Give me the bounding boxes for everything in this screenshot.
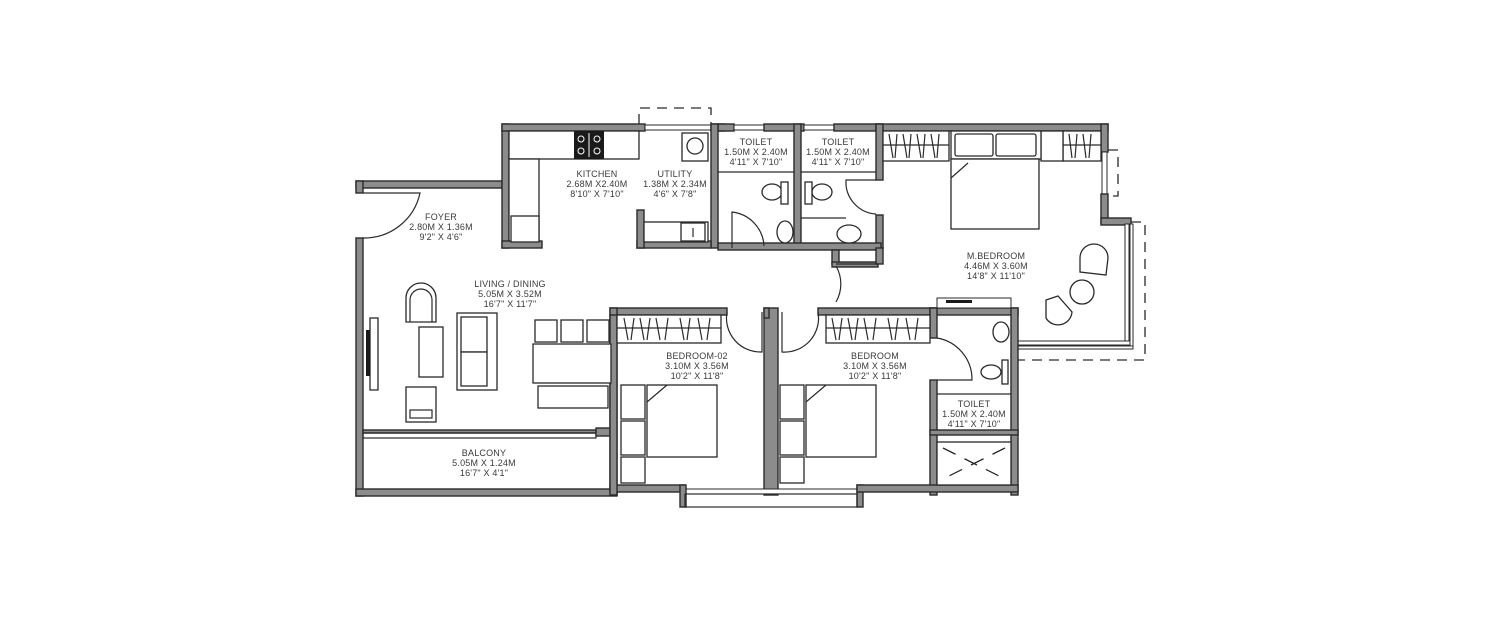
- armchair-icon: [405, 386, 437, 423]
- washbasin-icon: [992, 321, 1010, 343]
- washbasin-icon: [836, 224, 862, 244]
- room-label-toilet-2: TOILET 1.50M X 2.40M 4'11" X 7'10": [806, 137, 870, 167]
- room-label-living-dining: LIVING / DINING 5.05M X 3.52M 16'7" X 11…: [474, 279, 546, 309]
- chair-icon: [1079, 243, 1109, 276]
- room-name: BALCONY: [461, 448, 507, 458]
- room-name: BEDROOM: [851, 351, 899, 361]
- room-name: FOYER: [424, 212, 458, 222]
- room-name: UTILITY: [657, 169, 693, 179]
- room-imperial: 16'7" X 11'7": [483, 299, 537, 309]
- dining-chair: [534, 319, 558, 343]
- table-icon: [1069, 279, 1095, 305]
- toilet-icon: [980, 364, 1002, 380]
- chair-icon: [1045, 295, 1073, 326]
- bed-icon: [805, 384, 877, 458]
- room-metric: 3.10M X 3.56M: [843, 361, 907, 371]
- room-imperial: 10'2" X 11'8": [670, 371, 724, 381]
- room-imperial: 4'11" X 7'10": [729, 157, 783, 167]
- toilet-icon: [761, 183, 783, 201]
- room-metric: 5.05M X 1.24M: [452, 458, 516, 468]
- room-imperial: 4'6" X 7'8": [653, 189, 697, 199]
- room-name: KITCHEN: [576, 169, 618, 179]
- dining-bench: [537, 385, 609, 409]
- washbasin-icon: [776, 220, 794, 244]
- room-label-kitchen: KITCHEN 2.68M X2.40M 8'10" X 7'10": [567, 169, 628, 199]
- room-metric: 1.50M X 2.40M: [724, 147, 788, 157]
- room-imperial: 4'11" X 7'10": [811, 157, 865, 167]
- room-imperial: 4'11" X 7'10": [947, 419, 1001, 429]
- furniture: [366, 130, 1109, 486]
- room-name: TOILET: [739, 137, 773, 147]
- room-name: LIVING / DINING: [474, 279, 546, 289]
- room-label-balcony: BALCONY 5.05M X 1.24M 16'7" X 4'1": [452, 448, 516, 478]
- room-imperial: 16'7" X 4'1": [459, 468, 509, 478]
- room-metric: 4.46M X 3.60M: [964, 261, 1028, 271]
- room-imperial: 14'8" X 11'10": [966, 271, 1025, 281]
- room-metric: 1.50M X 2.40M: [942, 409, 1006, 419]
- room-name: TOILET: [957, 399, 991, 409]
- room-metric: 5.05M X 3.52M: [478, 289, 542, 299]
- room-label-master-bedroom: M.BEDROOM 4.46M X 3.60M 14'8" X 11'10": [964, 251, 1028, 281]
- dining-table: [532, 343, 612, 384]
- wardrobe: [825, 314, 931, 344]
- armchair-icon: [405, 282, 437, 323]
- room-label-bedroom: BEDROOM 3.10M X 3.56M 10'2" X 11'8": [843, 351, 907, 381]
- room-metric: 1.38M X 2.34M: [643, 179, 707, 189]
- room-label-foyer: FOYER 2.80M X 1.36M 9'2" X 4'6": [409, 212, 473, 242]
- room-imperial: 8'10" X 7'10": [570, 189, 624, 199]
- room-metric: 2.80M X 1.36M: [409, 222, 473, 232]
- coffee-table: [418, 326, 444, 378]
- tv-unit: [369, 317, 379, 391]
- doors: [362, 179, 973, 381]
- room-metric: 1.50M X 2.40M: [806, 147, 870, 157]
- room-metric: 3.10M X 3.56M: [665, 361, 729, 371]
- room-label-toilet-3: TOILET 1.50M X 2.40M 4'11" X 7'10": [942, 399, 1006, 429]
- room-label-bedroom-02: BEDROOM-02 3.10M X 3.56M 10'2" X 11'8": [665, 351, 729, 381]
- walls: [355, 107, 1146, 508]
- dining-chair: [586, 319, 610, 343]
- room-name: TOILET: [821, 137, 855, 147]
- room-imperial: 10'2" X 11'8": [848, 371, 902, 381]
- dining-chair: [560, 319, 584, 343]
- room-name: M.BEDROOM: [966, 251, 1026, 261]
- room-label-toilet-1: TOILET 1.50M X 2.40M 4'11" X 7'10": [724, 137, 788, 167]
- room-label-utility: UTILITY 1.38M X 2.34M 4'6" X 7'8": [643, 169, 707, 199]
- room-metric: 2.68M X2.40M: [566, 179, 628, 189]
- bed-icon: [950, 158, 1040, 230]
- room-imperial: 9'2" X 4'6": [419, 232, 463, 242]
- room-name: BEDROOM-02: [666, 351, 728, 361]
- tv-icon: [366, 330, 370, 376]
- bed-icon: [646, 384, 718, 458]
- toilet-icon: [811, 183, 833, 201]
